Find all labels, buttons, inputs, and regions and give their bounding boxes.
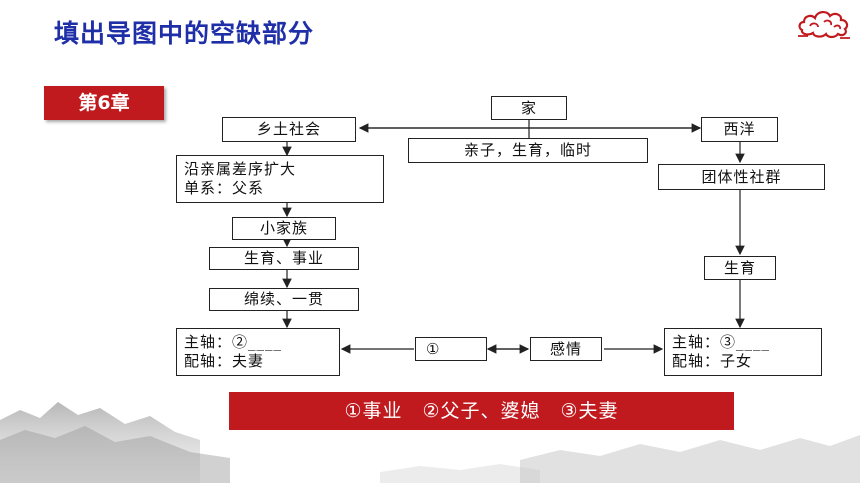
node-zhuzhou-right: 主轴：③____ 配轴：子女: [664, 328, 822, 376]
node-qinzi-shengyu: 亲子，生育，临时: [408, 138, 648, 163]
node-xiaojiazu: 小家族: [232, 217, 336, 240]
node-zhuzhou-left-line1: 主轴：②____: [184, 333, 283, 352]
node-zhuzhou-left: 主轴：②____ 配轴：夫妻: [176, 328, 340, 376]
node-jia: 家: [491, 96, 567, 120]
node-mianxu-yiguan: 绵续、一贯: [209, 288, 359, 311]
node-blank-1: ①: [415, 337, 487, 361]
node-yanqinshu: 沿亲属差序扩大 单系：父系: [176, 155, 384, 203]
node-tuanti-shequn: 团体性社群: [658, 164, 825, 190]
node-xiangtu-shehui: 乡土社会: [222, 117, 356, 142]
node-zhuzhou-right-line2: 配轴：子女: [672, 352, 753, 370]
node-zhuzhou-left-line2: 配轴：夫妻: [184, 352, 265, 370]
node-xiyang: 西洋: [701, 117, 778, 142]
node-yanqinshu-line2: 单系：父系: [184, 179, 265, 197]
node-ganqing: 感情: [530, 337, 602, 361]
node-shengyu-right: 生育: [704, 256, 776, 280]
chapter-label: 第6章: [44, 86, 164, 120]
ink-mountain-decoration: [0, 402, 860, 483]
page-title: 填出导图中的空缺部分: [54, 19, 315, 48]
node-shengyu-shiye: 生育、事业: [209, 247, 359, 270]
node-zhuzhou-right-line1: 主轴：③____: [672, 333, 771, 352]
cloud-ornament-icon: [798, 11, 850, 39]
node-yanqinshu-line1: 沿亲属差序扩大: [184, 160, 297, 179]
answer-banner: ①事业 ②父子、婆媳 ③夫妻: [229, 392, 734, 430]
